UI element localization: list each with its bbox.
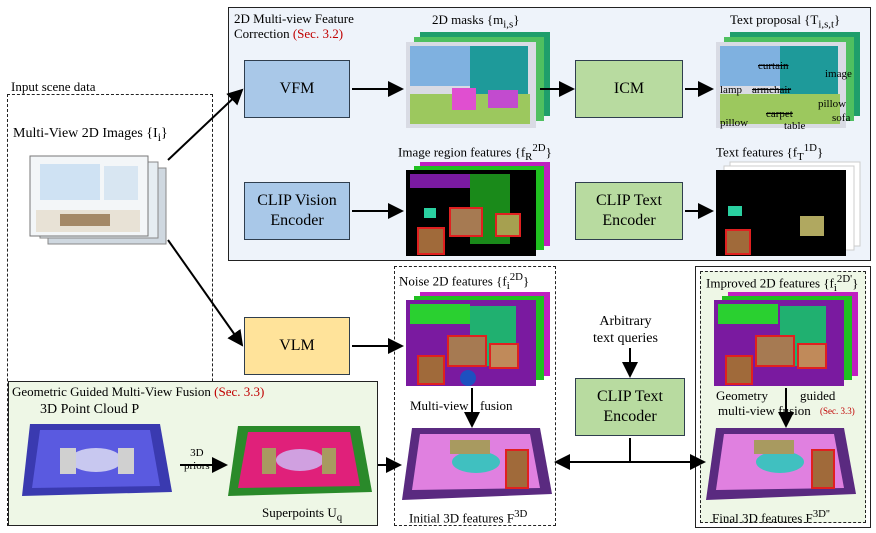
- improved-features-stack: [714, 292, 858, 386]
- point-cloud-image: [22, 424, 172, 496]
- vlm-box: VLM: [244, 317, 350, 375]
- multiview-images-label: Multi-View 2D Images {Ii}: [13, 126, 168, 144]
- text-proposal-label: Text proposal {Ti,s,t}: [730, 12, 841, 31]
- initial-3d-label: Initial 3D features F3D: [409, 508, 528, 526]
- input-scene-title: Input scene data: [11, 79, 96, 94]
- improved-panel: [695, 266, 871, 528]
- geometry-label: Geometry: [716, 388, 768, 403]
- noise-2d-label: Noise 2D features {fi2D}: [399, 271, 530, 292]
- initial-3d-image: [402, 428, 552, 500]
- fusion-title: Geometric Guided Multi-View Fusion (Sec.…: [12, 384, 265, 399]
- multiview-label: Multi-view: [410, 398, 469, 413]
- image-region-stack: [406, 162, 550, 256]
- proposal-word-pillow-left: pillow: [720, 117, 749, 129]
- sec33-small-label: (Sec. 3.3): [820, 406, 855, 416]
- vfm-box: VFM: [244, 60, 350, 118]
- proposal-word-lamp: lamp: [720, 84, 742, 96]
- improved-2d-label: Improved 2D features {fi2D'}: [706, 273, 859, 294]
- final-3d-image: [706, 428, 856, 500]
- proposal-word-table: table: [784, 120, 806, 132]
- proposal-word-armchair: armchair: [752, 84, 792, 96]
- arrows: [167, 81, 794, 473]
- masks-label: 2D masks {mi,s}: [432, 12, 520, 31]
- proposal-word-carpet: carpet: [766, 108, 793, 120]
- noise-panel: [394, 266, 556, 526]
- final-3d-label: Final 3D features F3D'': [712, 508, 830, 526]
- image-region-label: Image region features {fR2D}: [398, 142, 552, 163]
- text-features-label: Text features {fT1D}: [716, 142, 824, 163]
- guided-label: guided: [800, 388, 836, 403]
- text-features-stack: [716, 161, 861, 256]
- icm-box: ICM: [575, 60, 683, 118]
- text-proposal-stack: [716, 32, 860, 128]
- proposal-word-curtain: curtain: [758, 60, 789, 72]
- superpoints-label: Superpoints Uq: [262, 505, 343, 524]
- masks-stack: [406, 32, 550, 128]
- fusion-label: fusion: [480, 398, 513, 413]
- input-images-stack: [29, 155, 167, 245]
- correction-title: 2D Multi-view Feature Correction (Sec. 3…: [234, 11, 354, 41]
- proposal-word-pillow-right: pillow: [818, 98, 847, 110]
- proposal-word-sofa: sofa: [832, 112, 851, 124]
- proposal-word-image: image: [825, 68, 852, 80]
- point-cloud-label: 3D Point Cloud P: [40, 402, 140, 417]
- noise-features-stack: [406, 292, 550, 386]
- superpoints-image: [228, 426, 372, 496]
